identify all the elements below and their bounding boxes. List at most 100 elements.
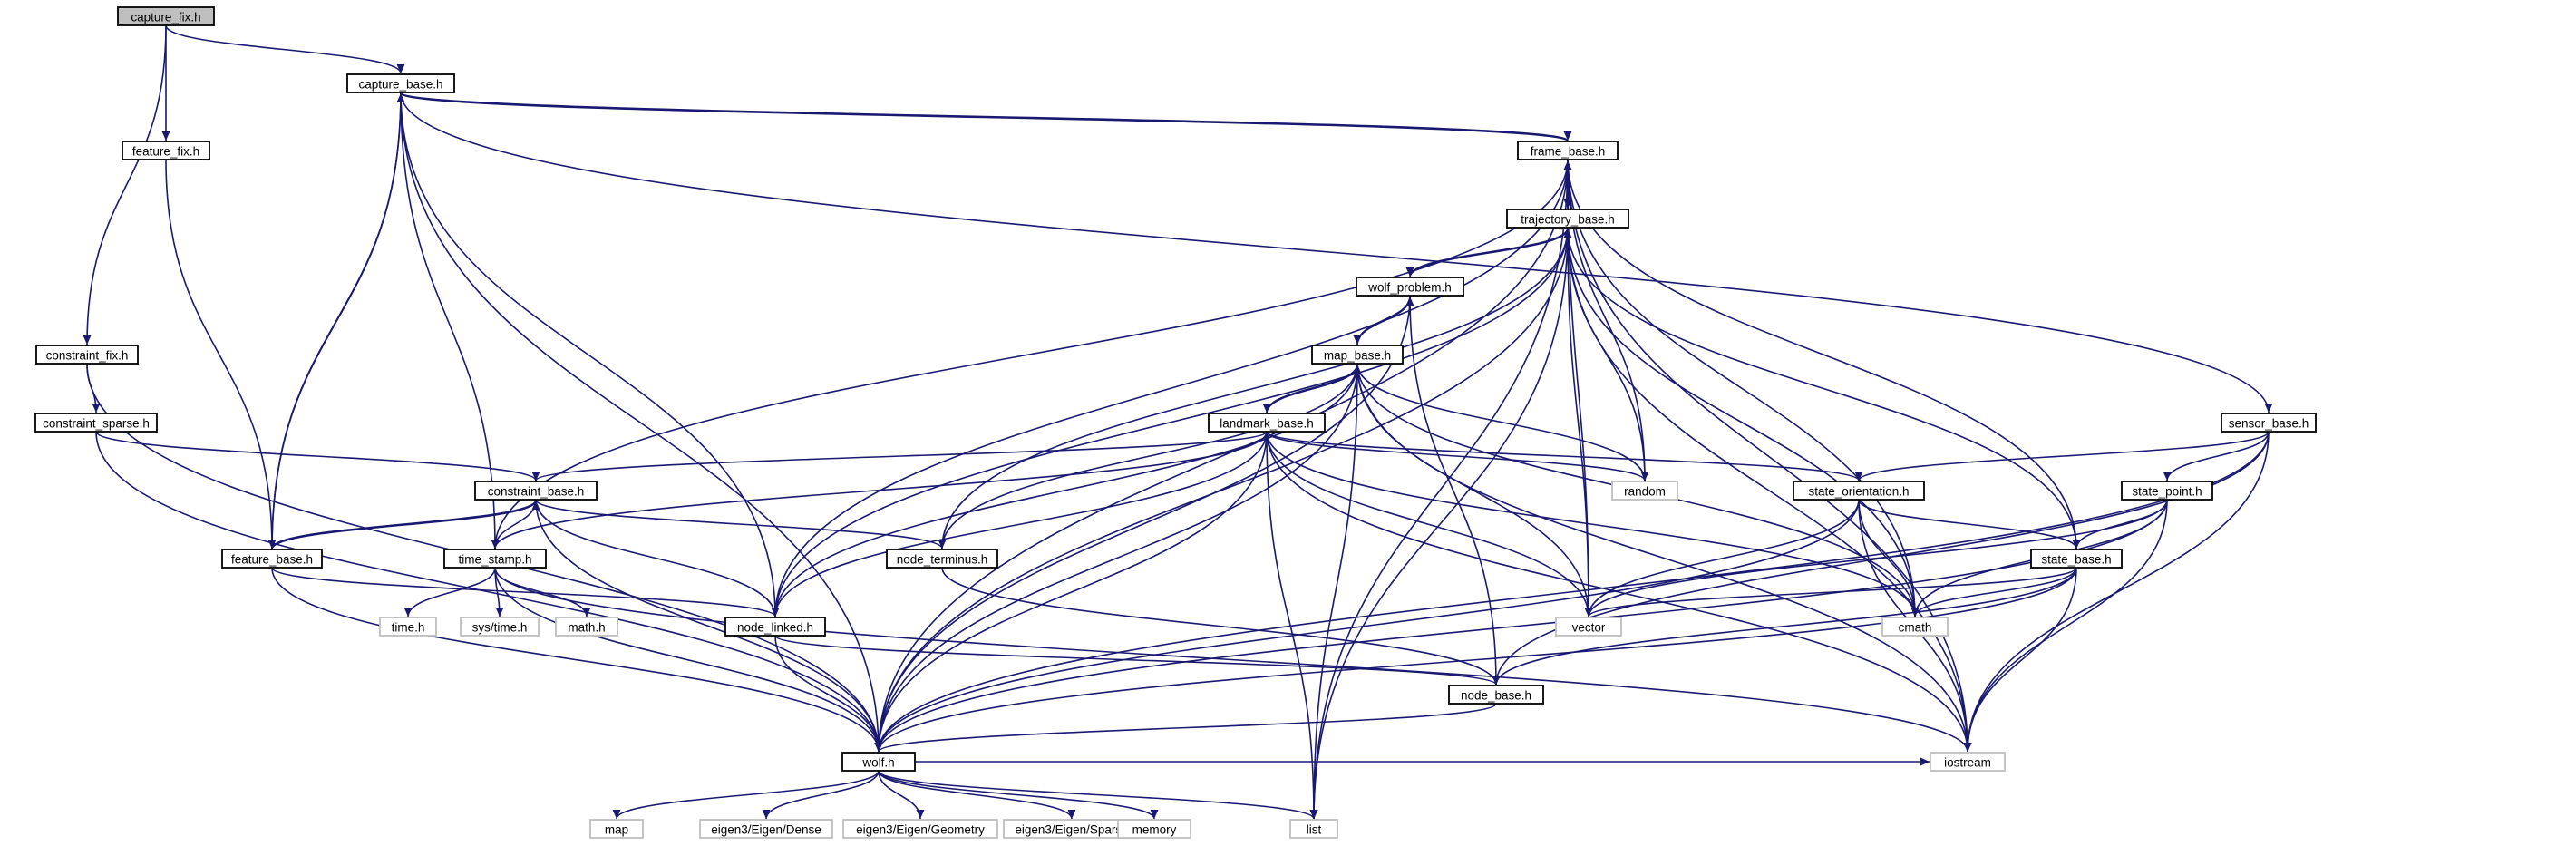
- edge-capture_base-to-sensor_base: [400, 92, 2273, 413]
- node-node-terminus[interactable]: node_terminus.h: [886, 549, 998, 569]
- node-node-base[interactable]: node_base.h: [1448, 685, 1544, 705]
- node-landmark-base[interactable]: landmark_base.h: [1208, 413, 1326, 433]
- edge-trajectory_base-to-wolf_problem: [1405, 227, 1569, 277]
- node-label: eigen3/Eigen/Geometry: [856, 823, 985, 837]
- edge-landmark_base-to-wolf: [874, 431, 1268, 753]
- node-box: [1517, 141, 1619, 160]
- node-capture-base[interactable]: capture_base.h: [346, 73, 455, 93]
- edge-landmark_base-to-time_stamp: [491, 431, 1268, 549]
- node-label: vector: [1572, 621, 1606, 635]
- edge-map_base-to-vector: [1356, 363, 1593, 617]
- edge-capture_base-to-node_linked: [400, 92, 780, 617]
- edge-state_orientation-to-vector: [1584, 499, 1860, 617]
- edge-node_linked-to-wolf: [774, 635, 883, 753]
- node-time-stamp[interactable]: time_stamp.h: [443, 549, 547, 569]
- edge-landmark_base-to-random: [1266, 431, 1649, 481]
- node-eigen-geometry: eigen3/Eigen/Geometry: [842, 819, 998, 839]
- node-box: [117, 6, 215, 26]
- edge-state_base-to-wolf: [874, 567, 2077, 753]
- node-box: [699, 819, 833, 839]
- node-label: node_linked.h: [737, 621, 813, 635]
- edge-capture_base-to-frame_base: [400, 92, 1571, 141]
- edge-feature_base-to-wolf: [271, 567, 883, 753]
- edge-wolf-to-eigen_geometry: [878, 770, 925, 820]
- node-capture-fix[interactable]: capture_fix.h: [117, 6, 215, 26]
- edge-wolf-to-map: [612, 770, 880, 820]
- node-list: list: [1289, 819, 1338, 839]
- node-cmath: cmath: [1881, 617, 1949, 637]
- edge-frame_base-to-wolf: [874, 159, 1569, 753]
- node-vector: vector: [1555, 617, 1622, 637]
- edge-trajectory_base-to-iostream: [1567, 227, 1972, 753]
- node-wolf-problem[interactable]: wolf_problem.h: [1356, 277, 1464, 297]
- edge-time_stamp-to-wolf: [494, 567, 883, 753]
- node-label: map: [605, 823, 628, 837]
- node-systime: sys/time.h: [460, 617, 540, 637]
- node-box: [1117, 819, 1191, 839]
- edge-capture_fix-to-capture_base: [165, 24, 405, 74]
- node-box: [443, 549, 547, 569]
- node-label: math.h: [568, 621, 605, 635]
- edge-state_orientation-to-cmath: [1858, 499, 1920, 617]
- node-box: [35, 345, 139, 365]
- node-box: [1208, 413, 1326, 433]
- node-label: node_terminus.h: [897, 553, 988, 567]
- edge-trajectory_base-to-vector: [1567, 227, 1593, 617]
- node-box: [1555, 617, 1622, 637]
- node-trajectory-base[interactable]: trajectory_base.h: [1506, 209, 1629, 229]
- node-node-linked[interactable]: node_linked.h: [724, 617, 826, 637]
- node-random: random: [1611, 481, 1678, 501]
- node-state-orientation[interactable]: state_orientation.h: [1793, 481, 1925, 501]
- node-feature-base[interactable]: feature_base.h: [221, 549, 323, 569]
- node-constraint-sparse[interactable]: constraint_sparse.h: [34, 413, 158, 433]
- edge-wolf-to-eigen_sparse: [878, 770, 1076, 820]
- edge-frame_base-to-capture_base: [397, 92, 1569, 142]
- node-box: [379, 617, 437, 637]
- node-frame-base[interactable]: frame_base.h: [1517, 141, 1619, 160]
- node-label: frame_base.h: [1531, 145, 1606, 159]
- edge-state_point-to-state_base: [2072, 499, 2168, 549]
- node-label: eigen3/Eigen/Sparse: [1015, 823, 1128, 837]
- node-box: [1611, 481, 1678, 501]
- edge-sensor_base-to-wolf: [874, 431, 2270, 753]
- edge-frame_base-to-time_stamp: [491, 159, 1569, 549]
- edge-layer: [83, 24, 2273, 820]
- node-box: [724, 617, 826, 637]
- node-wolf[interactable]: wolf.h: [841, 752, 916, 772]
- node-label: constraint_fix.h: [46, 349, 129, 363]
- edge-frame_base-to-list: [1309, 159, 1569, 820]
- edge-landmark_base-to-vector: [1266, 431, 1593, 617]
- edge-landmark_base-to-list: [1266, 431, 1318, 820]
- node-state-base[interactable]: state_base.h: [2030, 549, 2123, 569]
- node-label: time.h: [392, 621, 425, 635]
- edge-node_linked-to-node_base: [774, 635, 1501, 686]
- edge-constraint_base-to-feature_base: [267, 499, 537, 549]
- edge-time_stamp-to-time: [403, 567, 496, 617]
- node-box: [2030, 549, 2123, 569]
- node-sensor-base[interactable]: sensor_base.h: [2221, 413, 2317, 433]
- node-feature-fix[interactable]: feature_fix.h: [122, 141, 210, 160]
- node-box: [221, 549, 323, 569]
- node-label: map_base.h: [1324, 349, 1391, 363]
- node-box: [842, 819, 998, 839]
- edge-node_base-to-wolf: [874, 703, 1497, 753]
- node-map-base[interactable]: map_base.h: [1311, 345, 1404, 365]
- node-box: [589, 819, 644, 839]
- edge-trajectory_base-to-state_base: [1567, 227, 2081, 549]
- node-label: wolf_problem.h: [1367, 281, 1452, 295]
- node-label: capture_fix.h: [131, 11, 200, 24]
- node-map: map: [589, 819, 644, 839]
- edge-constraint_base-to-node_terminus: [535, 499, 947, 549]
- node-iostream: iostream: [1930, 752, 2006, 772]
- node-constraint-fix[interactable]: constraint_fix.h: [35, 345, 139, 365]
- edge-landmark_base-to-node_linked: [771, 431, 1268, 617]
- node-label: constraint_base.h: [488, 485, 585, 499]
- node-label: eigen3/Eigen/Dense: [711, 823, 821, 837]
- node-state-point[interactable]: state_point.h: [2121, 481, 2213, 501]
- edge-constraint_base-to-node_linked: [535, 499, 780, 617]
- node-constraint-base[interactable]: constraint_base.h: [474, 481, 598, 501]
- node-label: memory: [1132, 823, 1177, 837]
- edge-capture_base-to-time_stamp: [400, 92, 500, 549]
- edge-trajectory_base-to-wolf: [874, 227, 1569, 753]
- edge-trajectory_base-to-node_terminus: [938, 227, 1569, 549]
